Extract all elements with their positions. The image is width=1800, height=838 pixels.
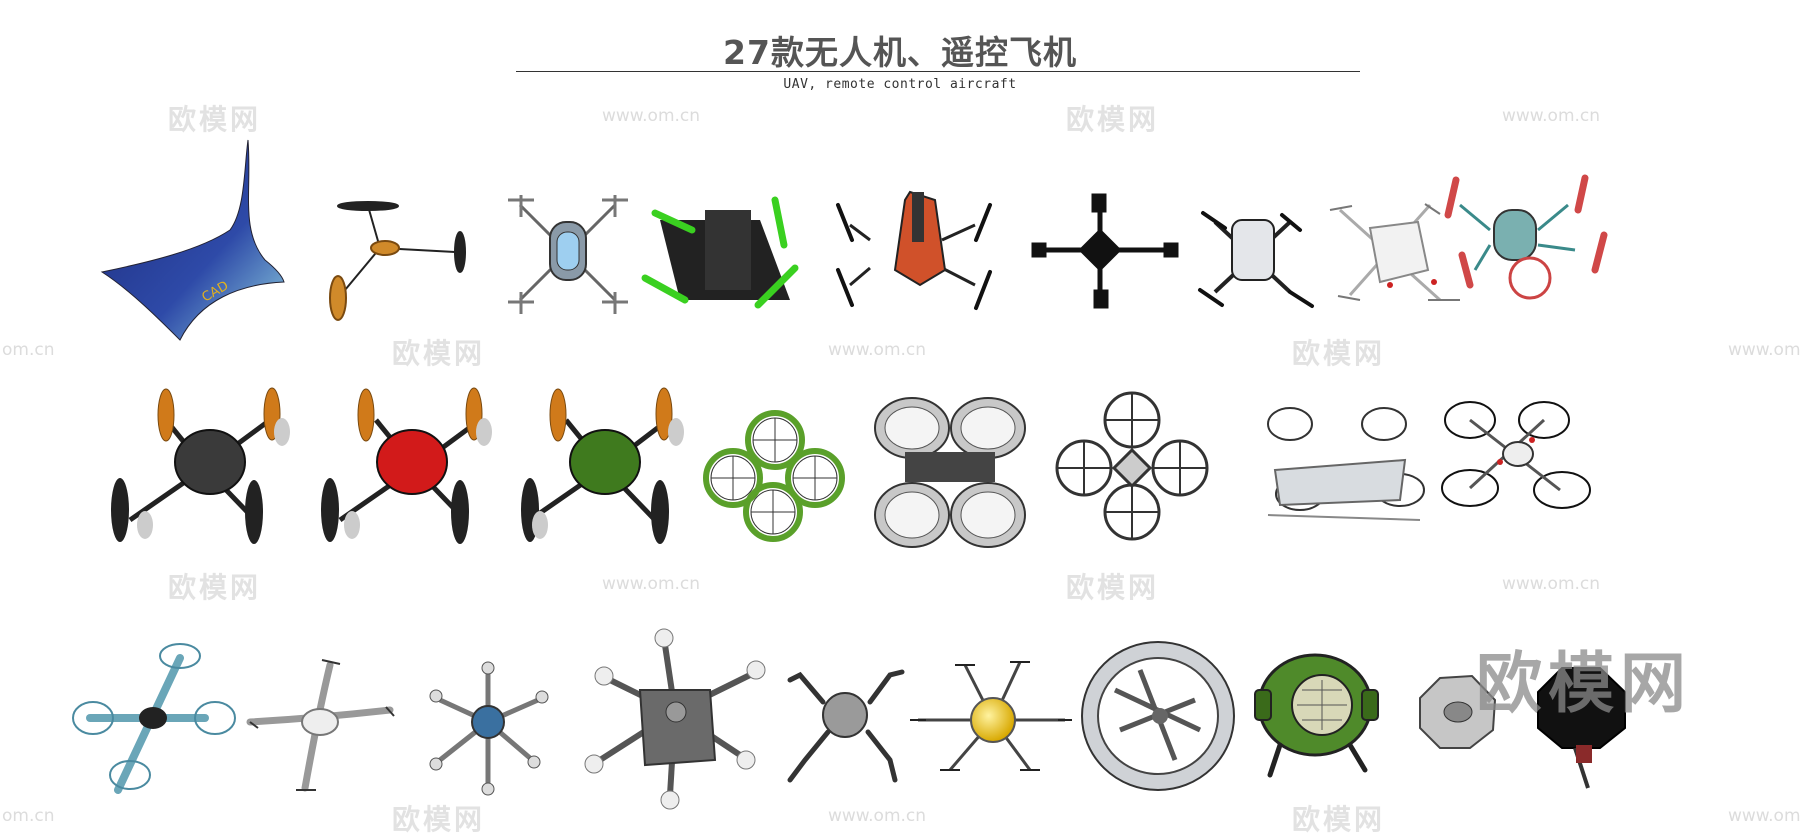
watermark-url: www.om.cn bbox=[828, 806, 927, 826]
blue-hexacopter-icon bbox=[429, 661, 549, 796]
watermark-url: www.om.cn bbox=[1728, 806, 1800, 826]
racing-quad-green-props-icon bbox=[641, 196, 799, 309]
black-frame-quad-icon bbox=[1031, 193, 1179, 309]
watermark-url: www.om.cn bbox=[602, 574, 701, 594]
watermark-brand: 欧模网 bbox=[168, 103, 262, 136]
claw-quad-icon bbox=[787, 669, 905, 783]
green-ducted-quad-icon bbox=[703, 410, 845, 542]
watermark-brand-large: 欧模网 bbox=[1476, 645, 1692, 722]
blue-guard-quad-icon bbox=[72, 643, 236, 794]
white-quad-icon bbox=[1329, 203, 1460, 302]
watermark-brand: 欧模网 bbox=[1292, 337, 1386, 370]
page-subtitle: UAV, remote control aircraft bbox=[783, 77, 1017, 92]
red-prop-quad-icon bbox=[1444, 174, 1608, 300]
watermark-url: www.om.cn bbox=[828, 340, 927, 360]
green-ball-drone-icon bbox=[1254, 653, 1379, 778]
title-divider bbox=[516, 71, 1360, 72]
yellow-hexacopter-icon bbox=[910, 661, 1072, 771]
watermark-url: om.cn bbox=[2, 806, 55, 826]
watermark-url: www.om.cn bbox=[1728, 340, 1800, 360]
watermark-url: www.om.cn bbox=[1502, 106, 1601, 126]
ring-guard-quad-icon bbox=[1055, 391, 1209, 541]
red-body-quad-icon bbox=[321, 387, 492, 544]
grey-hexacopter-icon bbox=[584, 628, 766, 810]
grey-octagon-drone-icon bbox=[1419, 674, 1497, 749]
watermark-brand: 欧模网 bbox=[168, 571, 262, 604]
black-body-quad-icon bbox=[111, 387, 290, 544]
grey-ducted-quad-icon bbox=[874, 397, 1026, 548]
white-guard-quad-icon bbox=[1267, 407, 1425, 521]
page-title: 27款无人机、遥控飞机 bbox=[723, 33, 1077, 72]
tricopter-icon bbox=[329, 201, 466, 321]
watermark-url: www.om.cn bbox=[1502, 574, 1601, 594]
orange-quad-icon bbox=[836, 190, 992, 310]
watermark-url: www.om.cn bbox=[602, 106, 701, 126]
watermark-brand: 欧模网 bbox=[1066, 103, 1160, 136]
foldable-quad-icon bbox=[1198, 211, 1314, 308]
white-x-quad-icon bbox=[246, 659, 395, 792]
red-white-guard-quad-icon bbox=[1441, 401, 1591, 509]
green-body-quad-icon bbox=[521, 387, 684, 544]
black-octagon-drone-icon bbox=[1537, 667, 1626, 789]
watermark-brand: 欧模网 bbox=[392, 337, 486, 370]
x-quad-with-pod-icon bbox=[508, 195, 628, 314]
watermark-url: om.cn bbox=[2, 340, 55, 360]
watermark-brand: 欧模网 bbox=[1066, 571, 1160, 604]
ring-wing-uav-icon bbox=[1081, 641, 1235, 791]
manta-ray-uav-icon: CAD bbox=[100, 139, 285, 341]
